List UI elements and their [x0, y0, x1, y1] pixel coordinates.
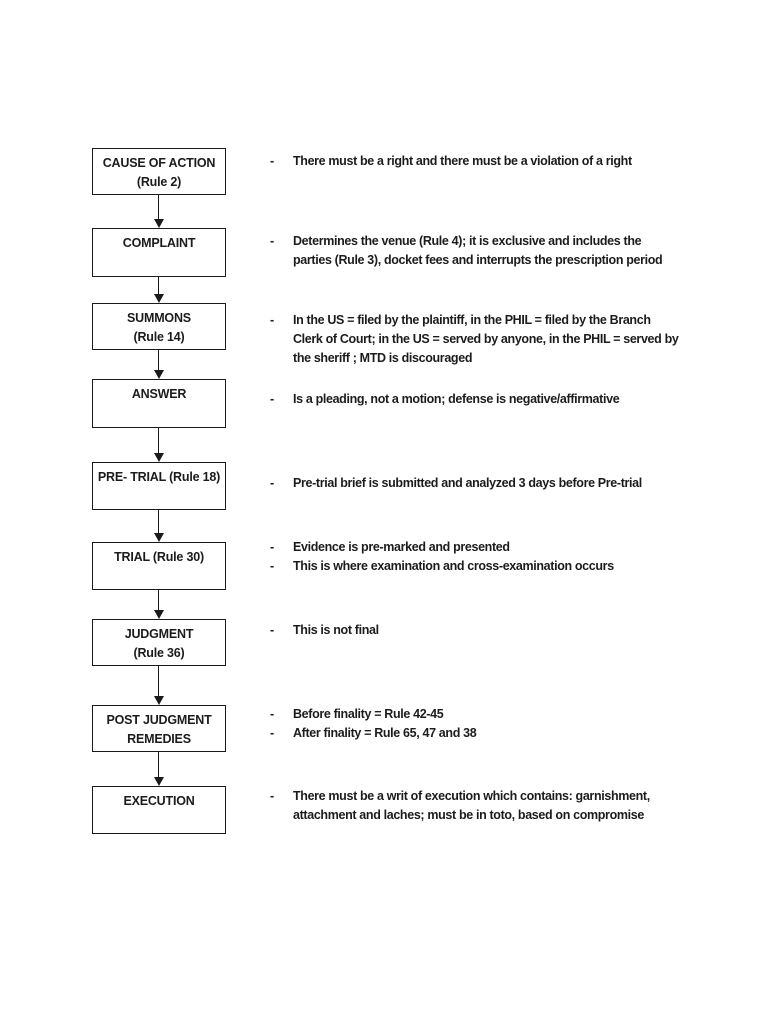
flow-box-label: EXECUTION — [123, 794, 195, 808]
flow-box-label: PRE- TRIAL (Rule 18) — [97, 470, 221, 484]
flow-box-judgment: JUDGMENT (Rule 36) — [92, 619, 226, 666]
bullet-dash: - — [270, 559, 275, 573]
flow-box-label: CAUSE OF ACTION — [102, 156, 216, 170]
flow-box-label: JUDGMENT — [124, 627, 194, 641]
flow-arrow-5 — [152, 510, 166, 542]
flow-arrow-3 — [152, 350, 166, 379]
flow-box-sublabel: (Rule 14) — [133, 330, 185, 344]
bullet-item: - Determines the venue (Rule 4); it is e… — [270, 232, 663, 270]
bullet-dash: - — [270, 154, 275, 168]
note-pre-trial: - Pre-trial brief is submitted and analy… — [270, 474, 642, 493]
flow-arrow-8 — [152, 752, 166, 786]
note-judgment: - This is not final — [270, 621, 379, 640]
flow-box-sublabel: REMEDIES — [127, 732, 191, 746]
arrow-line — [158, 666, 159, 699]
note-line: This is where examination and cross-exam… — [293, 559, 614, 573]
note-line: Pre-trial brief is submitted and analyze… — [293, 476, 642, 490]
arrow-line — [158, 752, 159, 780]
arrow-head-icon — [153, 370, 164, 379]
note-line: attachment and laches; must be in toto, … — [293, 808, 644, 822]
flow-box-sublabel: (Rule 36) — [133, 646, 185, 660]
arrow-head-icon — [153, 219, 164, 228]
note-summons: - In the US = filed by the plaintiff, in… — [270, 311, 679, 368]
note-post-judgment-remedies: - Before finality = Rule 42-45 - After f… — [270, 705, 477, 743]
flow-arrow-2 — [152, 277, 166, 303]
note-trial: - Evidence is pre-marked and presented -… — [270, 538, 614, 576]
flow-box-pre-trial: PRE- TRIAL (Rule 18) — [92, 462, 226, 510]
note-line: There must be a writ of execution which … — [293, 789, 650, 803]
note-line: Determines the venue (Rule 4); it is exc… — [293, 234, 642, 248]
flow-arrow-1 — [152, 195, 166, 228]
bullet-dash: - — [270, 234, 275, 248]
arrow-line — [158, 510, 159, 536]
bullet-item: - After finality = Rule 65, 47 and 38 — [270, 724, 477, 743]
flow-box-post-judgment-remedies: POST JUDGMENT REMEDIES — [92, 705, 226, 752]
flow-arrow-7 — [152, 666, 166, 705]
bullet-dash: - — [270, 476, 275, 490]
bullet-item: - This is not final — [270, 621, 379, 640]
arrow-line — [158, 195, 159, 222]
bullet-item: - This is where examination and cross-ex… — [270, 557, 614, 576]
bullet-dash: - — [270, 726, 275, 740]
flow-box-answer: ANSWER — [92, 379, 226, 428]
arrow-line — [158, 590, 159, 613]
note-cause-of-action: - There must be a right and there must b… — [270, 152, 632, 171]
bullet-dash: - — [270, 789, 275, 803]
flow-arrow-6 — [152, 590, 166, 619]
bullet-dash: - — [270, 707, 275, 721]
arrow-head-icon — [153, 294, 164, 303]
bullet-item: - Before finality = Rule 42-45 — [270, 705, 476, 724]
note-line: the sheriff ; MTD is discouraged — [293, 351, 473, 365]
bullet-item: - Is a pleading, not a motion; defense i… — [270, 390, 620, 409]
flow-box-complaint: COMPLAINT — [92, 228, 226, 277]
arrow-head-icon — [153, 610, 164, 619]
note-line: Clerk of Court; in the US = served by an… — [293, 332, 679, 346]
flow-box-label: POST JUDGMENT — [106, 713, 212, 727]
bullet-item: - In the US = filed by the plaintiff, in… — [270, 311, 679, 368]
note-line: parties (Rule 3), docket fees and interr… — [293, 253, 663, 267]
arrow-head-icon — [153, 777, 164, 786]
arrow-line — [158, 428, 159, 456]
note-line: This is not final — [293, 623, 379, 637]
arrow-head-icon — [153, 696, 164, 705]
note-line: After finality = Rule 65, 47 and 38 — [293, 726, 477, 740]
flow-box-label: SUMMONS — [127, 311, 191, 325]
bullet-dash: - — [270, 540, 275, 554]
bullet-item: - There must be a writ of execution whic… — [270, 787, 650, 825]
bullet-dash: - — [270, 313, 275, 327]
flow-box-trial: TRIAL (Rule 30) — [92, 542, 226, 590]
flow-box-label: COMPLAINT — [122, 236, 196, 250]
flow-box-label: ANSWER — [131, 387, 187, 401]
note-line: Evidence is pre-marked and presented — [293, 540, 510, 554]
bullet-item: - There must be a right and there must b… — [270, 152, 632, 171]
flow-box-sublabel: (Rule 2) — [136, 175, 182, 189]
arrow-head-icon — [153, 453, 164, 462]
arrow-head-icon — [153, 533, 164, 542]
flow-box-cause-of-action: CAUSE OF ACTION (Rule 2) — [92, 148, 226, 195]
note-answer: - Is a pleading, not a motion; defense i… — [270, 390, 620, 409]
flow-arrow-4 — [152, 428, 166, 462]
note-complaint: - Determines the venue (Rule 4); it is e… — [270, 232, 663, 270]
flow-box-summons: SUMMONS (Rule 14) — [92, 303, 226, 350]
note-line: Before finality = Rule 42-45 — [293, 707, 444, 721]
bullet-item: - Evidence is pre-marked and presented — [270, 538, 614, 557]
note-line: In the US = filed by the plaintiff, in t… — [293, 313, 651, 327]
flow-box-execution: EXECUTION — [92, 786, 226, 834]
arrow-line — [158, 277, 159, 297]
note-line: There must be a right and there must be … — [293, 154, 632, 168]
bullet-item: - Pre-trial brief is submitted and analy… — [270, 474, 642, 493]
flow-box-label: TRIAL (Rule 30) — [114, 550, 204, 564]
bullet-dash: - — [270, 623, 275, 637]
note-execution: - There must be a writ of execution whic… — [270, 787, 650, 825]
note-line: Is a pleading, not a motion; defense is … — [293, 392, 620, 406]
arrow-line — [158, 350, 159, 373]
bullet-dash: - — [270, 392, 275, 406]
